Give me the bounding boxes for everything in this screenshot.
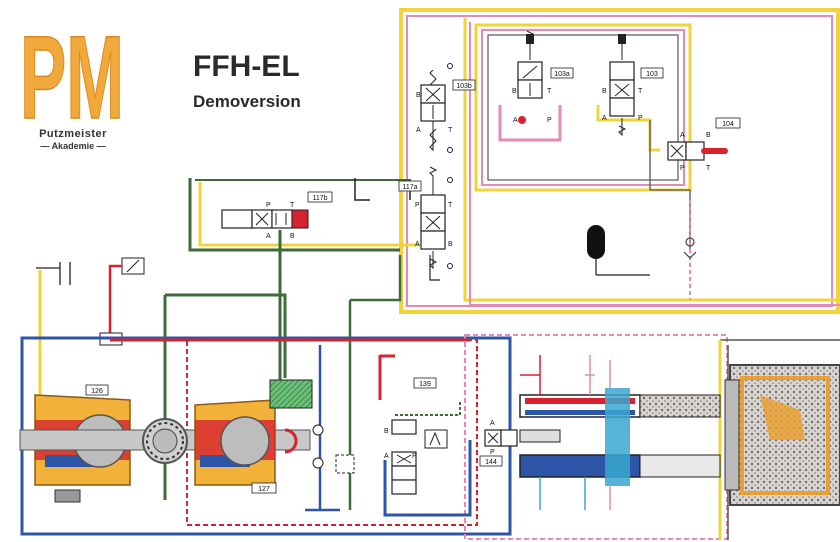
- valve-144: 144 A P: [479, 420, 518, 467]
- svg-text:B: B: [602, 88, 607, 95]
- svg-text:T: T: [448, 202, 453, 209]
- label-117a: 117a: [402, 184, 417, 191]
- svg-text:P: P: [638, 115, 643, 122]
- svg-text:A: A: [602, 115, 607, 122]
- svg-text:T: T: [290, 202, 295, 209]
- svg-text:P: P: [415, 202, 420, 209]
- cooler-block: [269, 379, 313, 409]
- valve-104: 104 A B P T: [667, 117, 741, 172]
- svg-text:P: P: [547, 117, 552, 124]
- svg-text:T: T: [706, 165, 711, 172]
- valve-117b: 117b P T A B: [221, 191, 333, 240]
- svg-text:T: T: [448, 127, 453, 134]
- svg-text:B: B: [512, 88, 517, 95]
- logo-monogram: PM: [20, 12, 124, 144]
- label-103: 103: [646, 71, 658, 78]
- diagram-title: FFH-EL: [193, 50, 300, 83]
- svg-text:P: P: [266, 202, 271, 209]
- pump-127: 127: [194, 399, 298, 494]
- svg-text:A: A: [513, 117, 518, 124]
- diagram-subtitle: Demoversion: [193, 92, 301, 111]
- label-103b: 103b: [456, 83, 472, 90]
- svg-text:B: B: [290, 233, 295, 240]
- svg-text:A: A: [384, 453, 389, 460]
- svg-text:A: A: [680, 132, 685, 139]
- label-139: 139: [419, 381, 431, 388]
- mid-lines: [163, 178, 440, 510]
- svg-text:B: B: [448, 241, 453, 248]
- shaft-coupling: [142, 418, 188, 464]
- svg-text:A: A: [415, 241, 420, 248]
- svg-text:P: P: [680, 165, 685, 172]
- concrete-hopper: [724, 364, 840, 506]
- delivery-cylinders: [519, 355, 721, 510]
- svg-text:B: B: [384, 428, 389, 435]
- svg-text:B: B: [706, 132, 711, 139]
- svg-text:T: T: [547, 88, 552, 95]
- label-103a: 103a: [554, 71, 570, 78]
- svg-text:T: T: [638, 88, 643, 95]
- label-117b: 117b: [312, 195, 327, 202]
- accumulator-icon: [587, 225, 605, 259]
- label-104: 104: [722, 121, 734, 128]
- svg-text:B: B: [416, 92, 421, 99]
- valve-103b: 103b B A T: [416, 63, 476, 153]
- svg-text:A: A: [490, 420, 495, 427]
- label-127: 127: [258, 486, 270, 493]
- svg-text:P: P: [490, 449, 495, 456]
- valve-139: 139 B A P: [384, 377, 448, 495]
- valve-103a: 103a B T A P: [512, 30, 574, 124]
- label-144: 144: [485, 459, 497, 466]
- svg-text:A: A: [416, 127, 421, 134]
- svg-text:A: A: [266, 233, 271, 240]
- logo-caption-academy: — Akademie —: [40, 141, 106, 151]
- upper-valve-block: [399, 8, 840, 314]
- label-126: 126: [91, 388, 103, 395]
- valve-117a: 117a P T A B: [398, 166, 453, 270]
- putzmeister-logo: PM: [16, 10, 128, 145]
- svg-text:P: P: [412, 453, 417, 460]
- check-valves: [312, 424, 355, 474]
- logo-caption-brand: Putzmeister: [39, 128, 107, 140]
- valve-103: 103 B T A P: [602, 34, 664, 137]
